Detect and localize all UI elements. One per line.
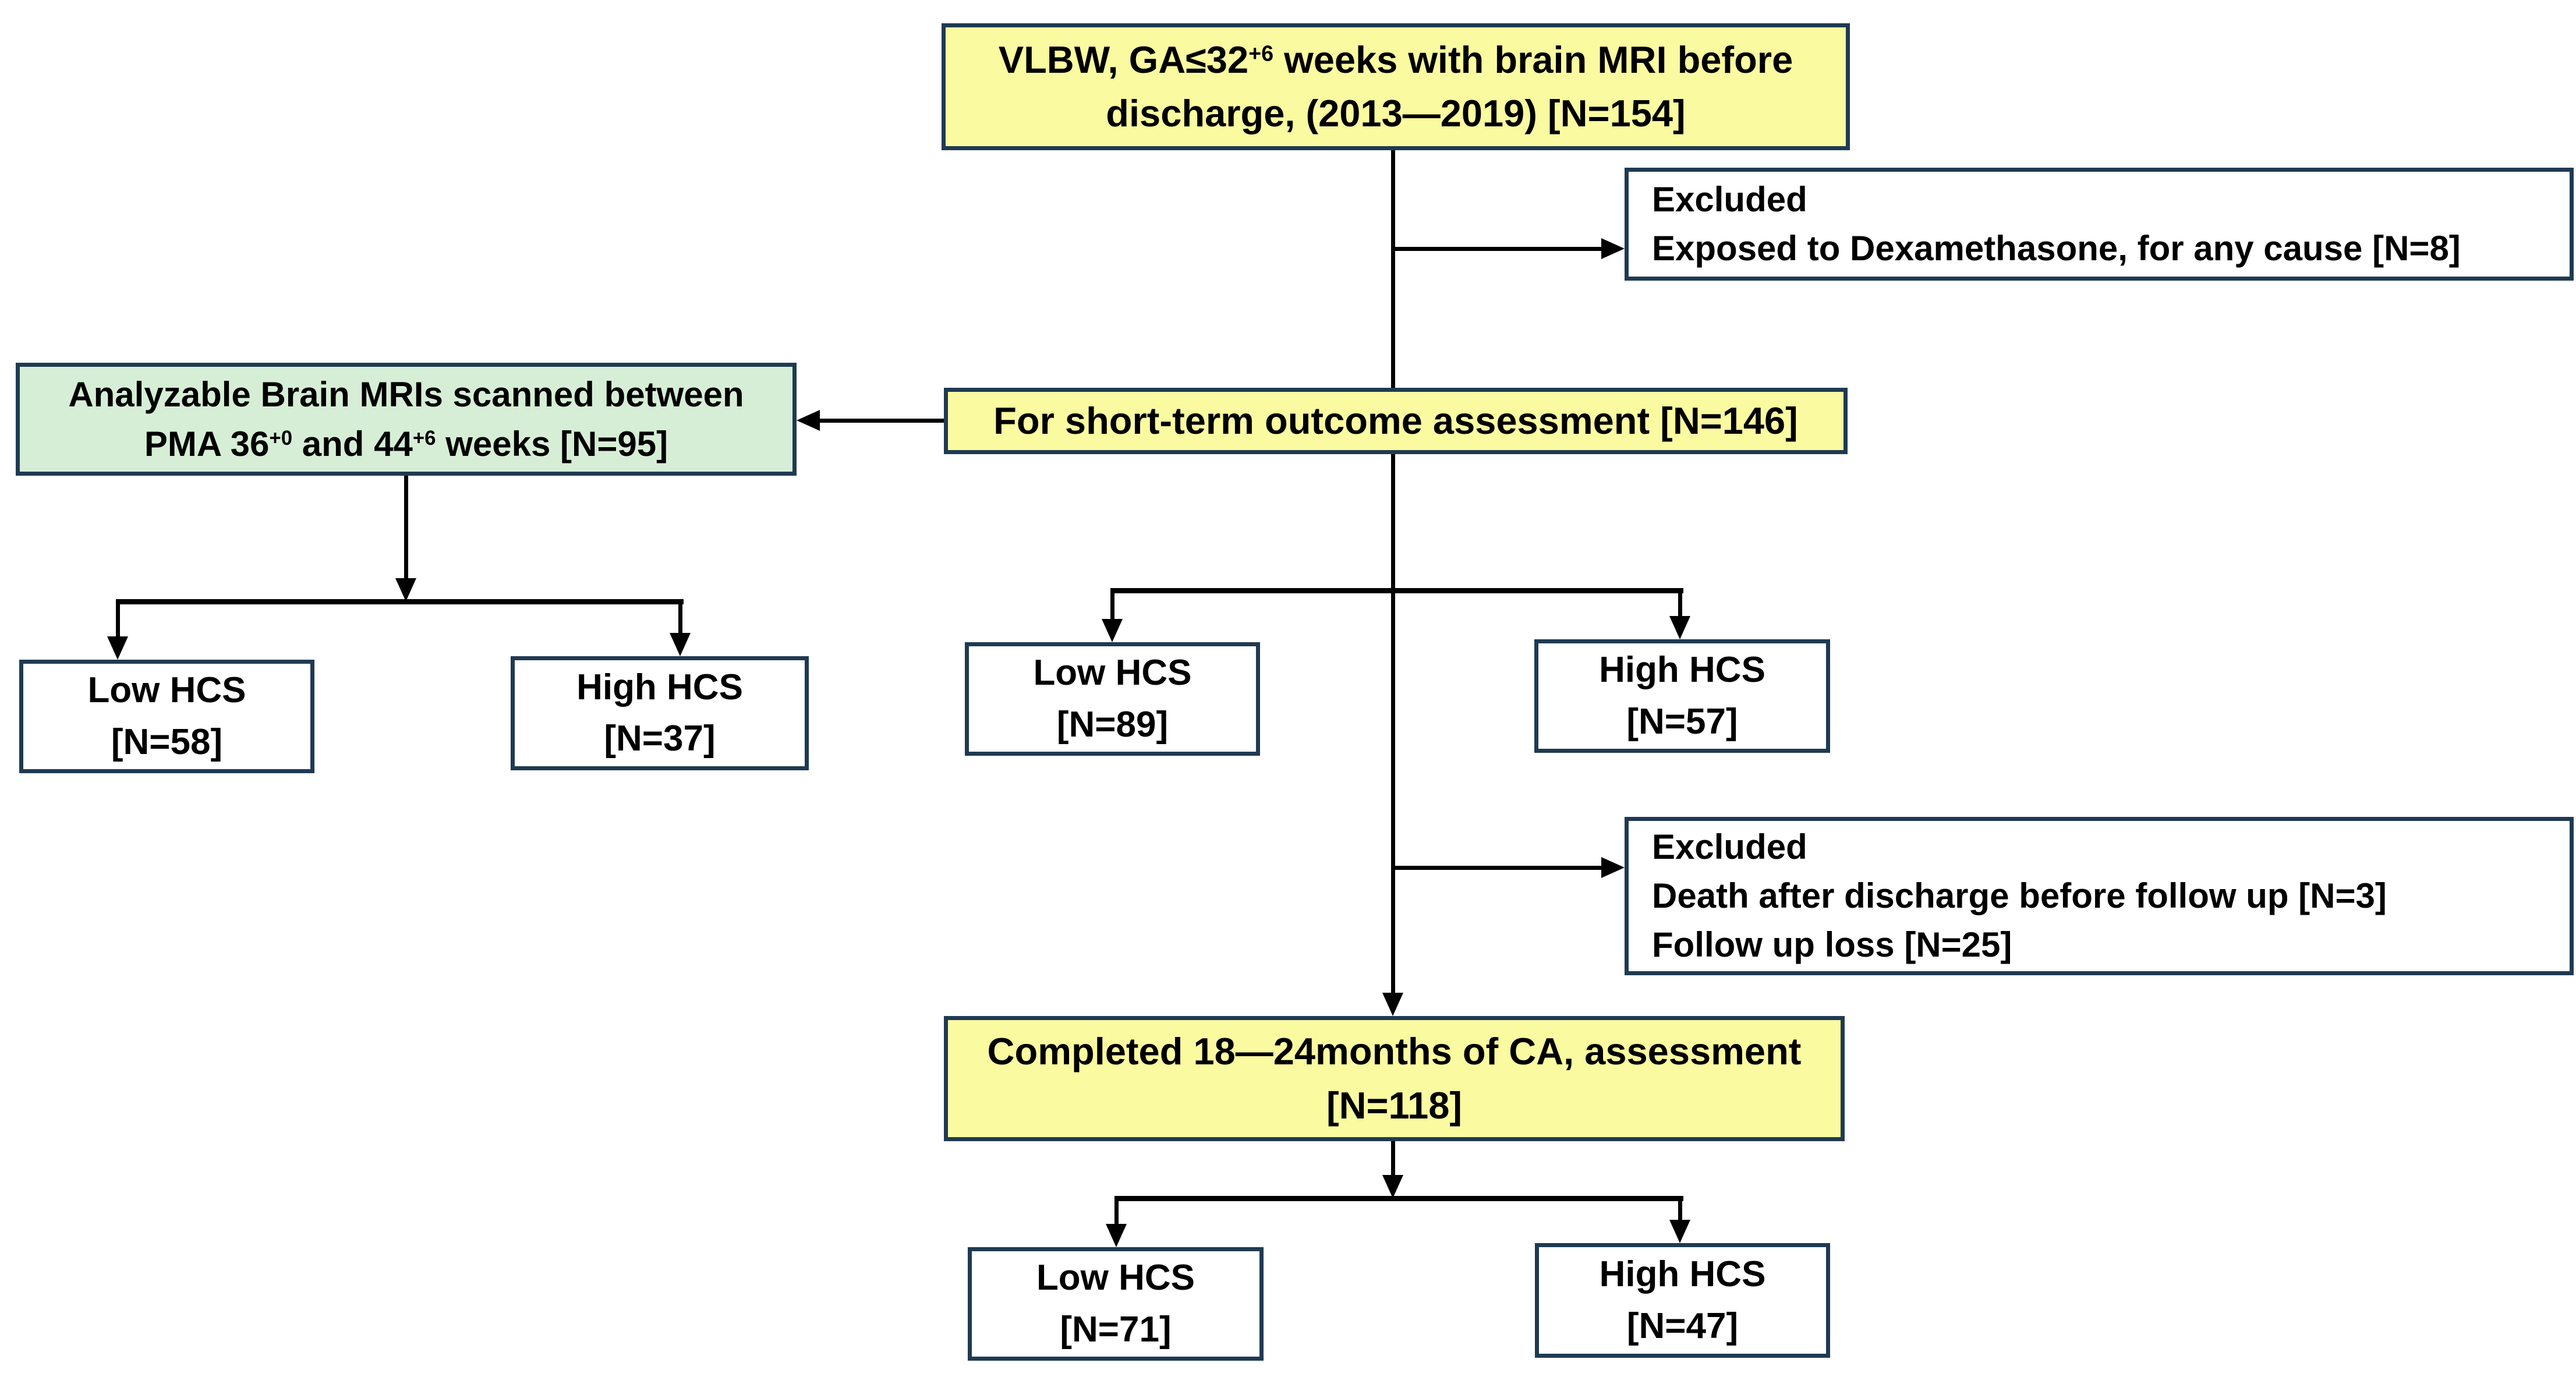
node-completed-high-hcs: High HCS [N=47] [1535,1243,1830,1358]
text-segment: PMA 36 [144,424,270,463]
connector-completed-stem [1391,1141,1395,1177]
group-count: [N=57] [1626,701,1738,742]
node-eligible-line1: VLBW, GA≤32+6 weeks with brain MRI befor… [999,33,1793,87]
arrowhead-completed-low [1106,1224,1127,1247]
excluded-reason: Death after discharge before follow up [… [1652,876,2387,915]
arrowhead-analyzable [797,410,820,431]
node-mri-low-hcs: Low HCS [N=58] [19,660,314,773]
arrowhead-mri-high [670,633,691,656]
group-label: High HCS [1599,650,1765,691]
connector-analyzable-tbar [116,599,684,604]
connector-analyzable-stem [404,476,408,581]
connector-shortterm-to-completed [1391,454,1395,997]
connector-branch-excluded-dexa [1391,247,1605,251]
group-count: [N=89] [1056,704,1169,745]
connector-drop-mri-high [678,599,682,636]
node-short-high-hcs: High HCS [N=57] [1534,639,1830,753]
excluded-reason: Follow up loss [N=25] [1652,925,2012,964]
arrowhead-analyzable-stem [395,578,416,601]
superscript: +6 [412,426,436,449]
group-label: Low HCS [87,670,246,711]
excluded-title: Excluded [1652,180,1807,219]
node-analyzable-mri: Analyzable Brain MRIs scanned between PM… [16,363,797,476]
group-label: Low HCS [1036,1258,1195,1298]
connector-drop-short-high [1678,588,1682,619]
group-label: Low HCS [1033,653,1192,693]
text-segment: weeks with brain MRI before [1273,38,1793,81]
node-excluded-followup: Excluded Death after discharge before fo… [1625,817,2574,975]
arrowhead-mri-low [107,636,128,660]
text-segment: and 44 [292,424,413,463]
node-completed-line1: Completed 18—24months of CA, assessment [987,1030,1802,1073]
arrowhead-excluded-followup [1601,857,1625,878]
connector-completed-tbar [1114,1196,1683,1201]
group-count: [N=58] [111,721,223,762]
connector-eligible-to-shortterm [1391,150,1395,388]
node-analyzable-line1: Analyzable Brain MRIs scanned between [68,374,744,414]
node-short-term-label: For short-term outcome assessment [N=146… [993,399,1798,442]
node-completed: Completed 18—24months of CA, assessment … [944,1016,1845,1141]
superscript: +6 [1248,40,1274,65]
node-short-low-hcs: Low HCS [N=89] [965,642,1260,756]
excluded-title: Excluded [1652,827,1807,866]
text-segment: weeks [N=95] [436,424,668,463]
group-count: [N=47] [1626,1305,1739,1346]
excluded-reason: Exposed to Dexamethasone, for any cause … [1652,229,2461,268]
connector-drop-mri-low [116,599,120,639]
arrowhead-completed-stem [1382,1175,1403,1198]
node-eligible: VLBW, GA≤32+6 weeks with brain MRI befor… [942,23,1850,150]
connector-branch-excluded-followup [1391,866,1605,870]
group-count: [N=71] [1060,1309,1172,1350]
superscript: +0 [269,426,293,449]
arrowhead-excluded-dexa [1601,238,1625,259]
node-analyzable-line2: PMA 36+0 and 44+6 weeks [N=95] [144,419,668,469]
node-mri-high-hcs: High HCS [N=37] [511,656,809,770]
node-completed-low-hcs: Low HCS [N=71] [968,1247,1264,1361]
arrowhead-short-high [1669,616,1690,639]
connector-drop-short-low [1110,588,1114,622]
group-count: [N=37] [604,718,716,759]
arrowhead-short-low [1102,619,1123,642]
connector-shortterm-to-analyzable [816,419,944,423]
group-label: High HCS [576,667,743,707]
node-short-term: For short-term outcome assessment [N=146… [944,388,1848,454]
group-label: High HCS [1599,1254,1766,1295]
connector-drop-completed-low [1114,1196,1119,1227]
connector-drop-completed-high [1678,1196,1682,1223]
arrowhead-completed-high [1669,1220,1690,1243]
node-completed-line2: [N=118] [1326,1084,1463,1127]
connector-shortterm-tbar [1110,588,1683,593]
arrowhead-completed [1382,993,1403,1016]
node-excluded-dexamethasone: Excluded Exposed to Dexamethasone, for a… [1625,168,2574,281]
text-segment: VLBW, GA≤32 [998,38,1249,81]
node-eligible-line2: discharge, (2013—2019) [N=154] [1106,92,1686,134]
